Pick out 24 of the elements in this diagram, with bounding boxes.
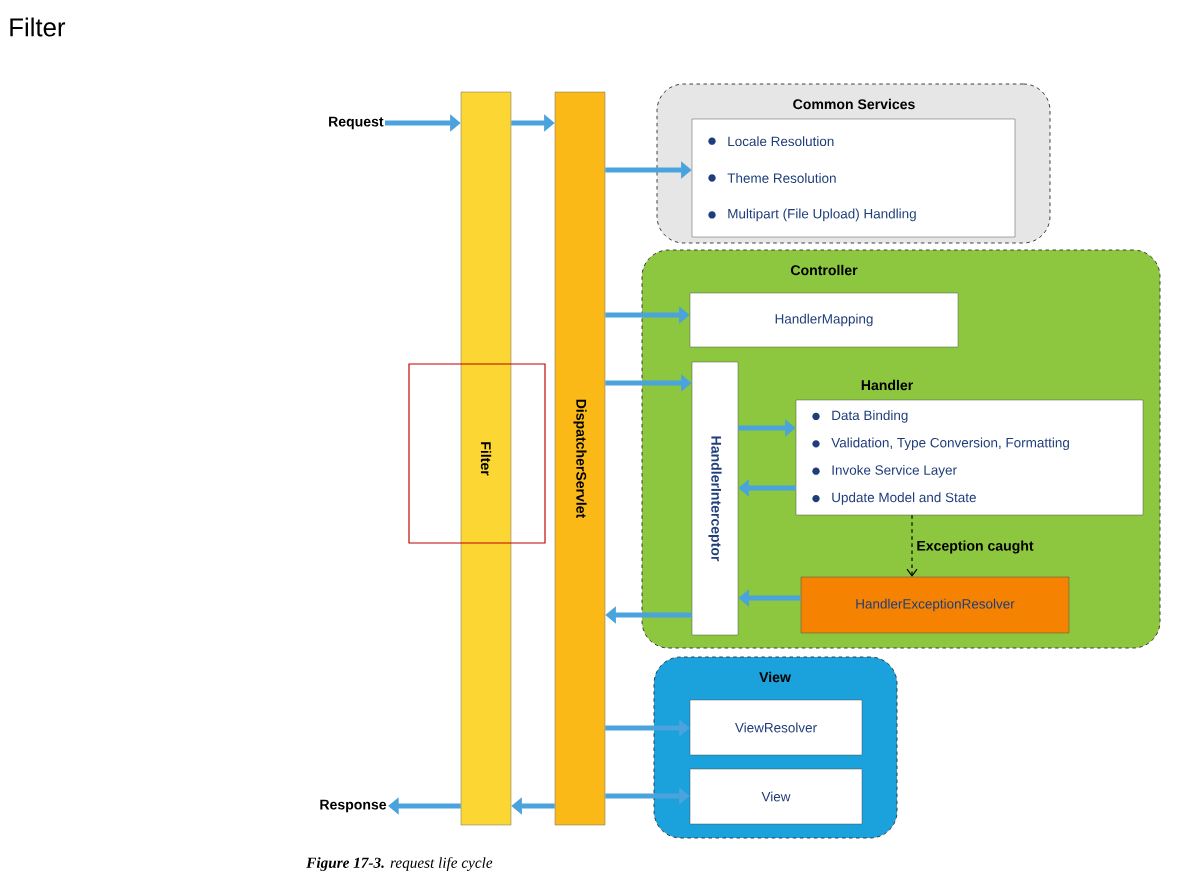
- page-title: Filter: [10, 17, 66, 37]
- list-item: Invoke Service Layer: [812, 464, 957, 478]
- list-item: Theme Resolution: [708, 173, 836, 183]
- box-heading: Handler: [861, 379, 913, 391]
- list-item: Locale Resolution: [708, 136, 834, 147]
- vertical-box: HandlerInterceptor: [691, 361, 739, 636]
- vertical-bar: Filter: [460, 91, 512, 826]
- flow-label: Response: [320, 799, 387, 813]
- arrow: [906, 514, 918, 577]
- list-item: Validation, Type Conversion, Formatting: [812, 437, 1069, 451]
- group-heading: View: [759, 671, 791, 683]
- process-box: ViewResolver: [689, 699, 863, 756]
- figure-caption: Figure 17-3. request life cycle: [306, 857, 493, 871]
- process-box: View: [689, 768, 863, 825]
- list-item: Data Binding: [812, 410, 908, 423]
- process-box: HandlerExceptionResolver: [800, 576, 1070, 634]
- process-box: HandlerMapping: [689, 292, 959, 348]
- edge-label: Exception caught: [917, 540, 1034, 554]
- flow-label: Request: [329, 116, 384, 130]
- group-heading: Controller: [791, 264, 858, 276]
- group-heading: Common Services: [793, 98, 915, 110]
- list-item: Update Model and State: [812, 492, 976, 505]
- vertical-bar: DispatcherServlet: [554, 91, 606, 826]
- list-item: Multipart (File Upload) Handling: [708, 208, 916, 222]
